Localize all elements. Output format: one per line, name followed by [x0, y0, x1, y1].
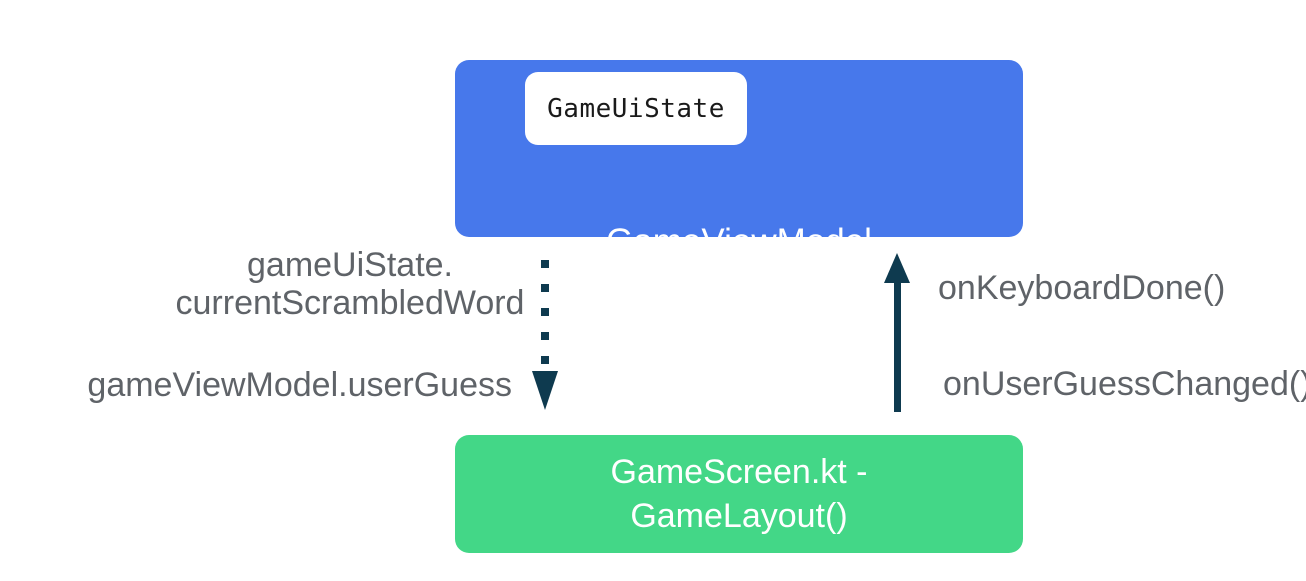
- gamescreen-label-line2: GameLayout(): [630, 497, 848, 535]
- gamescreen-label: GameScreen.kt - GameLayout(): [611, 450, 868, 538]
- scrambled-word-label: gameUiState. currentScrambledWord: [100, 246, 600, 322]
- gameuistate-chip-label: GameUiState: [547, 93, 725, 124]
- arrow-dot: [541, 356, 549, 364]
- scrambled-word-label-line2: currentScrambledWord: [175, 284, 525, 322]
- state-flow-down-arrow: [541, 260, 549, 364]
- gameviewmodel-label: GameViewModel: [606, 222, 872, 261]
- gameuistate-chip: GameUiState: [525, 72, 747, 145]
- user-guess-label: gameViewModel.userGuess: [87, 366, 512, 404]
- gamescreen-box: GameScreen.kt - GameLayout(): [455, 435, 1023, 553]
- keyboard-done-label: onKeyboardDone(): [938, 269, 1226, 307]
- state-flow-arrowhead-icon: [532, 371, 558, 410]
- arrow-dot: [541, 332, 549, 340]
- gamescreen-label-line1: GameScreen.kt -: [610, 453, 868, 491]
- gameviewmodel-box: GameUiState GameViewModel: [455, 60, 1023, 261]
- arrow-dot: [541, 284, 549, 292]
- user-guess-changed-label: onUserGuessChanged(): [943, 365, 1306, 403]
- event-up-arrowhead-icon: [884, 253, 910, 283]
- event-up-arrow-shaft: [894, 281, 901, 412]
- arrow-dot: [541, 308, 549, 316]
- scrambled-word-label-line1: gameUiState.: [247, 246, 453, 284]
- arrow-dot: [541, 260, 549, 268]
